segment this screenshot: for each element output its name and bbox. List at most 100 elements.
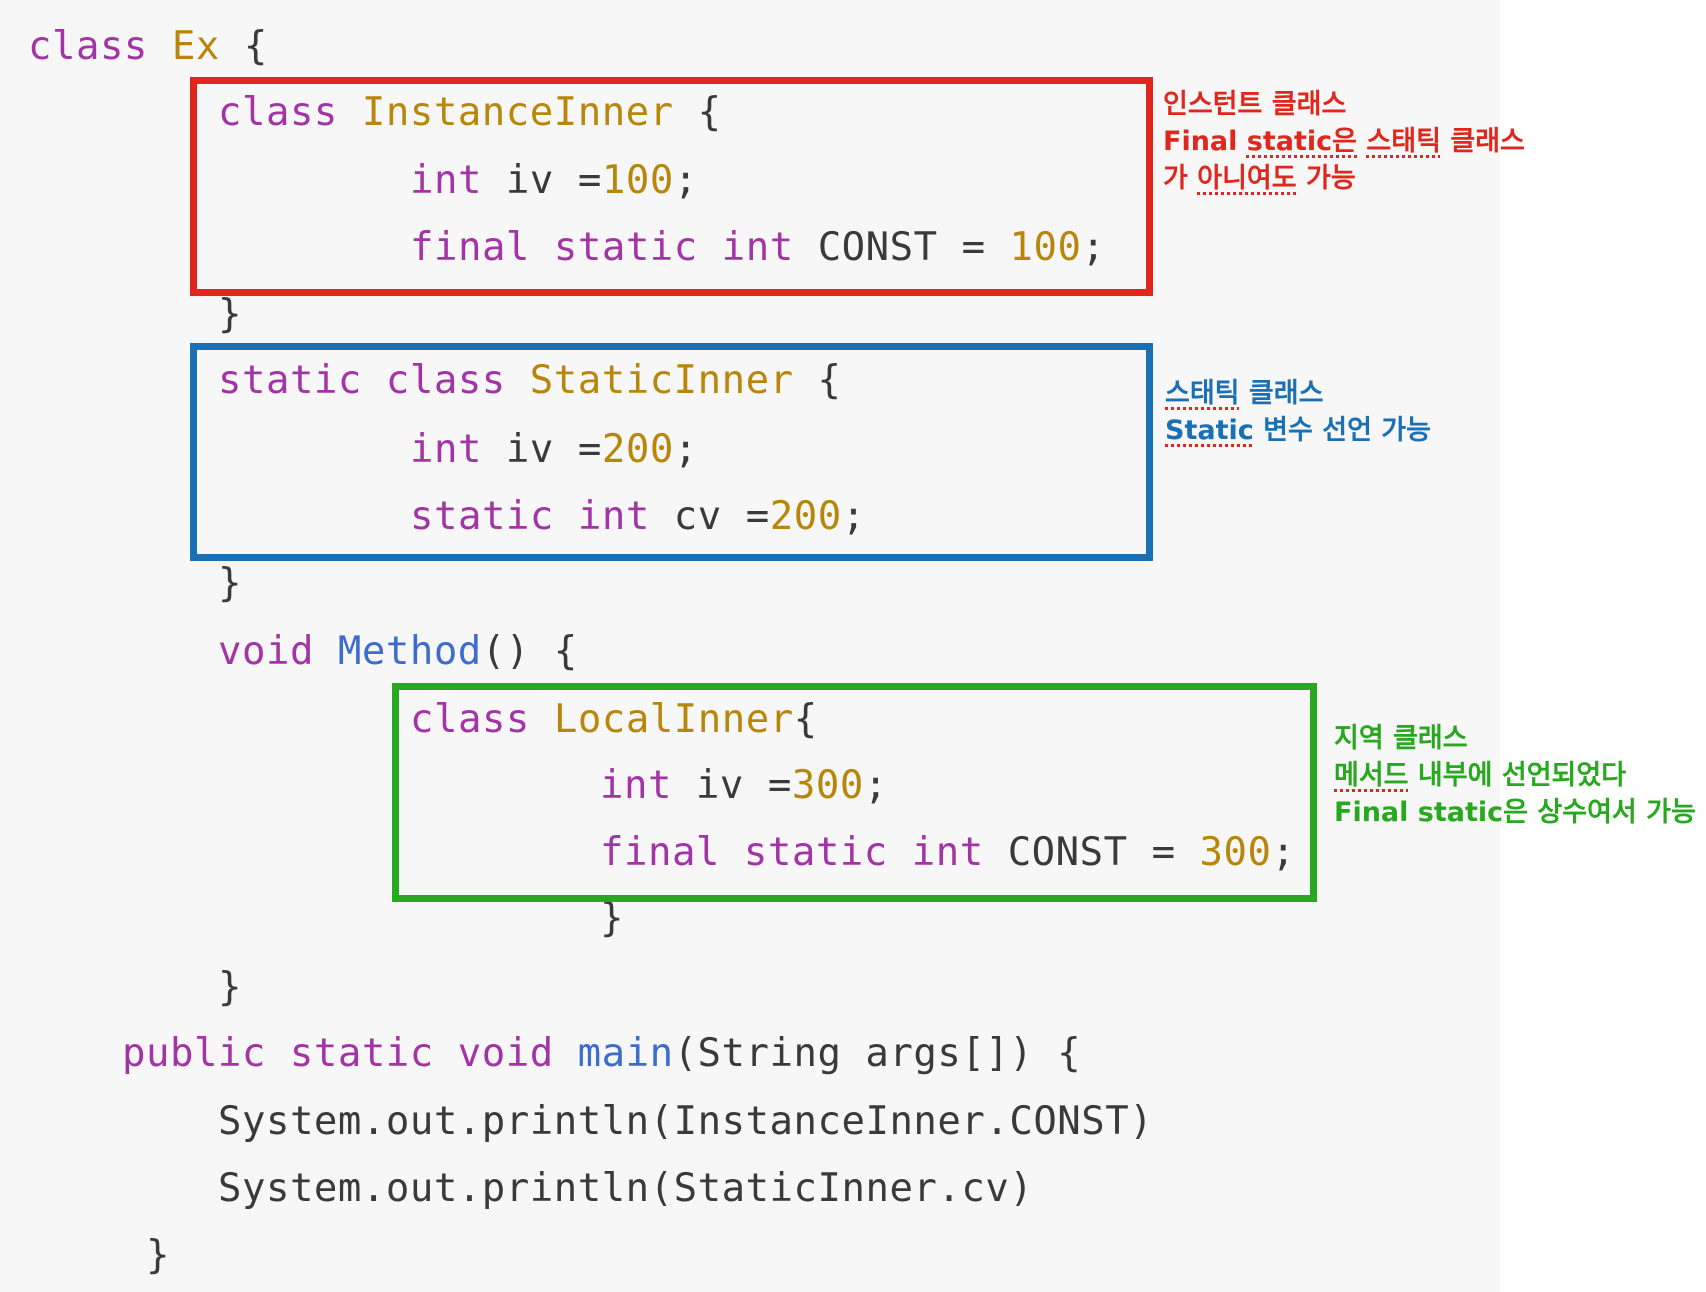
keyword: int — [410, 427, 482, 472]
brace: } — [218, 292, 242, 337]
annotation-text: Final — [1163, 126, 1247, 157]
static-inner-highlight-box — [190, 343, 1153, 561]
static-class-annotation: 스태틱 클래스 Static 변수 선언 가능 — [1165, 375, 1431, 449]
keyword: int — [721, 225, 794, 270]
brace: } — [218, 965, 242, 1010]
function-name: Method — [337, 629, 482, 674]
brace: { — [673, 90, 722, 135]
semicolon: ; — [673, 158, 698, 203]
number-literal: 300 — [791, 763, 864, 808]
code-line-instance-inner: class InstanceInner { — [218, 90, 722, 136]
annotation-text: 변수 선언 가능 — [1253, 415, 1431, 446]
code-text: CONST = — [983, 830, 1200, 875]
instance-class-annotation: 인스턴트 클래스 Final static은 스태틱 클래스 가 아니여도 가능 — [1163, 86, 1525, 197]
annotation-text: 내부에 선언되었다 — [1408, 760, 1627, 791]
keyword: static — [553, 225, 698, 270]
spellcheck-word: 스태틱 — [1366, 126, 1441, 157]
annotation-line: 지역 클래스 — [1334, 723, 1468, 754]
code-line-close-brace: } — [600, 896, 624, 942]
code-line-static-cv: static int cv =200; — [410, 494, 866, 540]
code-line-close-brace: } — [146, 1233, 170, 1279]
code-line-instance-const: final static int CONST = 100; — [410, 225, 1105, 271]
semicolon: ; — [673, 427, 698, 472]
code-line-close-brace: } — [218, 561, 242, 607]
class-name: StaticInner — [529, 358, 794, 403]
local-inner-highlight-box — [392, 683, 1317, 902]
instance-inner-highlight-box — [190, 77, 1153, 296]
keyword: int — [410, 158, 482, 203]
annotation-line: 인스턴트 클래스 — [1163, 89, 1347, 120]
code-line-local-inner: class LocalInner{ — [410, 697, 818, 743]
class-name: InstanceInner — [361, 90, 674, 135]
brace: } — [218, 561, 242, 606]
code-line-method: void Method() { — [218, 629, 578, 675]
keyword: class — [410, 697, 530, 742]
annotation-line: 스태틱 클래스 — [1165, 375, 1431, 412]
brace: { — [793, 358, 842, 403]
keyword: int — [911, 830, 984, 875]
spellcheck-word: 메서드 — [1334, 760, 1409, 791]
keyword: static — [410, 494, 554, 539]
code-line-static-inner: static class StaticInner { — [218, 358, 842, 404]
annotation-line: Final static은 스태틱 클래스 — [1163, 123, 1525, 160]
keyword: final — [600, 830, 720, 875]
annotation-line: Static 변수 선언 가능 — [1165, 412, 1431, 449]
brace: } — [146, 1233, 170, 1278]
code-line-println-cv: System.out.println(StaticInner.cv) — [218, 1166, 1033, 1212]
keyword: int — [600, 763, 672, 808]
semicolon: ; — [863, 763, 888, 808]
keyword: void — [218, 629, 314, 674]
number-literal: 300 — [1199, 830, 1272, 875]
code-line-close-brace: } — [218, 292, 242, 338]
number-literal: 100 — [1009, 225, 1082, 270]
annotation-text: 클래스 — [1440, 126, 1525, 157]
annotation-line: Final static은 상수여서 가능 — [1334, 797, 1696, 828]
code-line-instance-iv: int iv =100; — [410, 158, 698, 204]
semicolon: ; — [1081, 225, 1106, 270]
code-text: iv = — [481, 158, 602, 203]
code-text: iv = — [671, 763, 792, 808]
code-line-println-const: System.out.println(InstanceInner.CONST) — [218, 1099, 1153, 1145]
brace: } — [600, 896, 624, 941]
code-line-local-iv: int iv =300; — [600, 763, 888, 809]
code-text: () { — [481, 629, 578, 674]
annotation-text — [1357, 126, 1366, 157]
class-name: Ex — [171, 24, 220, 69]
code-text: CONST = — [793, 225, 1010, 270]
local-class-annotation: 지역 클래스 메서드 내부에 선언되었다 Final static은 상수여서 … — [1334, 720, 1696, 831]
number-literal: 200 — [601, 427, 674, 472]
number-literal: 200 — [769, 494, 842, 539]
code-text: iv = — [481, 427, 602, 472]
code-text: (String args[]) { — [673, 1031, 1082, 1076]
keyword: void — [457, 1031, 554, 1076]
keyword: public — [122, 1031, 266, 1076]
keyword: class — [218, 90, 338, 135]
keyword: final — [410, 225, 530, 270]
keyword: static — [743, 830, 888, 875]
annotation-text: 가능 — [1296, 163, 1356, 194]
semicolon: ; — [841, 494, 866, 539]
keyword: class — [28, 24, 148, 69]
spellcheck-word: 아니여도 — [1197, 163, 1297, 194]
code-text: System.out.println(StaticInner.cv) — [218, 1166, 1034, 1211]
keyword: int — [577, 494, 650, 539]
class-name: LocalInner — [553, 697, 794, 742]
code-line-class-ex: class Ex { — [28, 24, 268, 70]
code-text: cv = — [649, 494, 770, 539]
semicolon: ; — [1271, 830, 1296, 875]
keyword: class — [385, 358, 506, 403]
brace: { — [793, 697, 818, 742]
number-literal: 100 — [601, 158, 674, 203]
keyword: static — [218, 358, 362, 403]
code-panel: class Ex { class InstanceInner { int iv … — [28, 24, 1295, 1279]
annotation-line: 메서드 내부에 선언되었다 — [1334, 757, 1696, 794]
keyword: static — [289, 1031, 434, 1076]
annotation-line: 가 아니여도 가능 — [1163, 160, 1525, 197]
code-line-local-const: final static int CONST = 300; — [600, 830, 1295, 876]
code-line-main: public static void main(String args[]) { — [122, 1031, 1081, 1077]
code-text: System.out.println(InstanceInner.CONST) — [218, 1099, 1154, 1144]
spellcheck-word: static은 — [1246, 126, 1358, 157]
code-line-close-brace: } — [218, 965, 242, 1011]
brace: { — [219, 24, 268, 69]
